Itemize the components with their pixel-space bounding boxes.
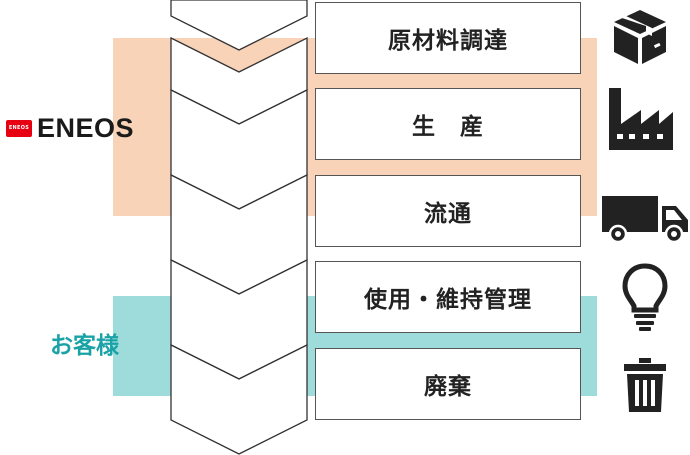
- chevron-0: [170, 0, 308, 51]
- trash-can-icon: [624, 358, 666, 412]
- company-band-link-2: [315, 159, 581, 175]
- stage-use-maintenance: 使用・維持管理: [315, 261, 581, 333]
- company-band-link-1: [315, 72, 581, 88]
- logo-text: ENEOS: [37, 112, 135, 143]
- stage-label: 原材料調達: [388, 28, 508, 54]
- stage-label: 使用・維持管理: [364, 287, 532, 313]
- stage-label: 生 産: [412, 114, 484, 140]
- stage-disposal: 廃棄: [315, 348, 581, 420]
- delivery-truck-icon: [602, 196, 688, 244]
- light-bulb-icon: [622, 263, 668, 331]
- cardboard-box-icon: [614, 10, 666, 64]
- stage-production: 生 産: [315, 88, 581, 160]
- customer-band-link: [315, 332, 581, 348]
- stage-label: 廃棄: [424, 374, 472, 400]
- logo-mark-text: ENEOS: [8, 125, 30, 131]
- stage-distribution: 流通: [315, 175, 581, 247]
- chevron-5: [170, 343, 308, 455]
- stage-procurement: 原材料調達: [315, 2, 581, 74]
- stage-label: 流通: [424, 201, 472, 227]
- company-band-right: [581, 38, 597, 216]
- chevron-column: [170, 0, 308, 455]
- customer-label: お客様: [50, 333, 119, 359]
- eneos-logo-mark: ENEOS: [6, 119, 32, 137]
- customer-band-right: [581, 296, 597, 396]
- eneos-logo: ENEOS ENEOS: [6, 110, 161, 146]
- factory-icon: [609, 88, 673, 150]
